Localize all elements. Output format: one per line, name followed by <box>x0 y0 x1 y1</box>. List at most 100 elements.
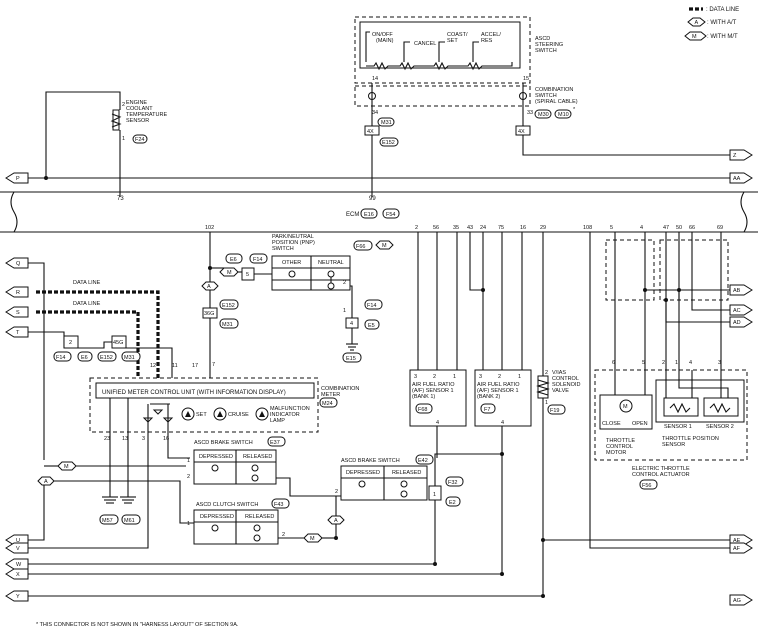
conn-f68: F68 <box>418 407 427 413</box>
svg-text:33: 33 <box>527 110 533 116</box>
arrow-connector-left-0: P <box>5 172 29 184</box>
conn-e6-b: E6 <box>81 355 88 361</box>
svg-text:2: 2 <box>343 280 346 286</box>
svg-text:DEPRESSED: DEPRESSED <box>199 454 233 460</box>
legend-data-line: : DATA LINE <box>706 7 739 13</box>
arrow-connector-right-2: AB <box>729 284 753 296</box>
conn-m24: M24 <box>322 401 333 407</box>
svg-text:1: 1 <box>343 308 346 314</box>
ecm: 73 99 ECM E16 F54 102 2 56 35 43 24 75 1… <box>0 191 758 233</box>
with-at-symbol <box>687 17 706 27</box>
svg-text:DEPRESSED: DEPRESSED <box>346 470 380 476</box>
svg-text:2: 2 <box>433 374 436 380</box>
conn-f7: F7 <box>484 407 490 413</box>
arrow-connector-left-6: V <box>5 542 29 554</box>
data-line-label-1: DATA LINE <box>73 280 101 286</box>
arrow-connector-left-2: R <box>5 286 29 298</box>
arrow-connector-right-4: AD <box>729 316 753 328</box>
svg-text:CLOSE: CLOSE <box>602 421 621 427</box>
svg-text:1: 1 <box>545 400 548 406</box>
arrow-label-right-1: AA <box>733 176 741 182</box>
conn-e5: E5 <box>368 323 375 329</box>
ground-m57: M57 <box>102 518 113 524</box>
svg-text:17: 17 <box>192 363 198 369</box>
arrow-label-left-2: R <box>16 290 20 296</box>
svg-text:2: 2 <box>122 102 125 108</box>
conn-m10: M10 <box>558 112 569 118</box>
svg-text:2: 2 <box>662 360 665 366</box>
arrow-label-right-3: AC <box>733 308 741 314</box>
svg-text:E16: E16 <box>364 212 374 218</box>
arrow-label-right-6: AF <box>733 546 741 552</box>
arrow-label-right-4: AD <box>733 320 741 326</box>
switch-accel-res-label: ACCEL/RES <box>481 32 501 44</box>
svg-text:M: M <box>623 404 628 410</box>
set-indicator-label: SET <box>196 412 207 418</box>
svg-text:47: 47 <box>663 225 669 231</box>
svg-text:5: 5 <box>246 272 249 278</box>
svg-text:4: 4 <box>501 420 504 426</box>
svg-text:ASCD BRAKE SWITCH: ASCD BRAKE SWITCH <box>341 458 400 464</box>
conn-f43: F43 <box>274 502 283 508</box>
svg-text:34: 34 <box>372 110 378 116</box>
svg-text:3: 3 <box>414 374 417 380</box>
conn-m31-c: M31 <box>124 355 135 361</box>
svg-text:24: 24 <box>480 225 486 231</box>
svg-text:108: 108 <box>583 225 592 231</box>
data-line-label-2: DATA LINE <box>73 301 101 307</box>
ascd-clutch-switch-f43: ASCD CLUTCH SWITCH F43 DEPRESSED RELEASE… <box>187 498 290 545</box>
svg-text:16: 16 <box>520 225 526 231</box>
conn-f32: F32 <box>448 480 457 486</box>
svg-text:RELEASED: RELEASED <box>245 514 274 520</box>
svg-text:OTHER: OTHER <box>282 260 301 266</box>
svg-text:23: 23 <box>104 436 110 442</box>
svg-text:M: M <box>64 464 69 470</box>
svg-text:2: 2 <box>415 225 418 231</box>
svg-text:3: 3 <box>142 436 145 442</box>
conn-e152-mid: E152 <box>222 303 235 309</box>
svg-text:NEUTRAL: NEUTRAL <box>318 260 344 266</box>
conn-f14-b: F14 <box>367 303 376 309</box>
switch-coast-set-label: COAST/SET <box>447 32 468 44</box>
svg-text:OPEN: OPEN <box>632 421 648 427</box>
conn-f66: F66 <box>356 244 365 250</box>
footnote: * THIS CONNECTOR IS NOT SHOWN IN "HARNES… <box>36 622 239 628</box>
svg-text:56: 56 <box>433 225 439 231</box>
svg-text:2: 2 <box>545 370 548 376</box>
arrow-label-left-3: S <box>16 310 20 316</box>
svg-text:F54: F54 <box>386 212 395 218</box>
svg-text:69: 69 <box>717 225 723 231</box>
arrow-connector-right-7: AG <box>729 594 753 606</box>
arrow-label-left-7: W <box>16 562 22 568</box>
svg-text:4X: 4X <box>367 129 374 135</box>
legend: : DATA LINE A : WITH A/T M : WITH M/T <box>684 7 739 41</box>
svg-text:*: * <box>573 107 576 113</box>
svg-text:99: 99 <box>369 196 376 202</box>
arrow-connector-right-1: AA <box>729 172 753 184</box>
combination-meter: UNIFIED METER CONTROL UNIT (WITH INFORMA… <box>89 377 359 442</box>
arrow-label-left-1: Q <box>16 261 21 267</box>
arrow-connector-right-6: AF <box>729 542 753 554</box>
arrow-label-left-6: V <box>16 546 20 552</box>
svg-text:3: 3 <box>479 374 482 380</box>
svg-text:4: 4 <box>350 321 353 327</box>
arrow-connector-left-4: T <box>5 326 29 338</box>
meter-unit-label: UNIFIED METER CONTROL UNIT (WITH INFORMA… <box>102 390 286 396</box>
conn-e6: E6 <box>230 257 237 263</box>
svg-text:1: 1 <box>122 136 125 142</box>
svg-text:SENSOR 1: SENSOR 1 <box>664 424 692 430</box>
svg-text:5: 5 <box>610 225 613 231</box>
svg-text:4: 4 <box>436 420 439 426</box>
svg-text:7: 7 <box>212 362 215 368</box>
